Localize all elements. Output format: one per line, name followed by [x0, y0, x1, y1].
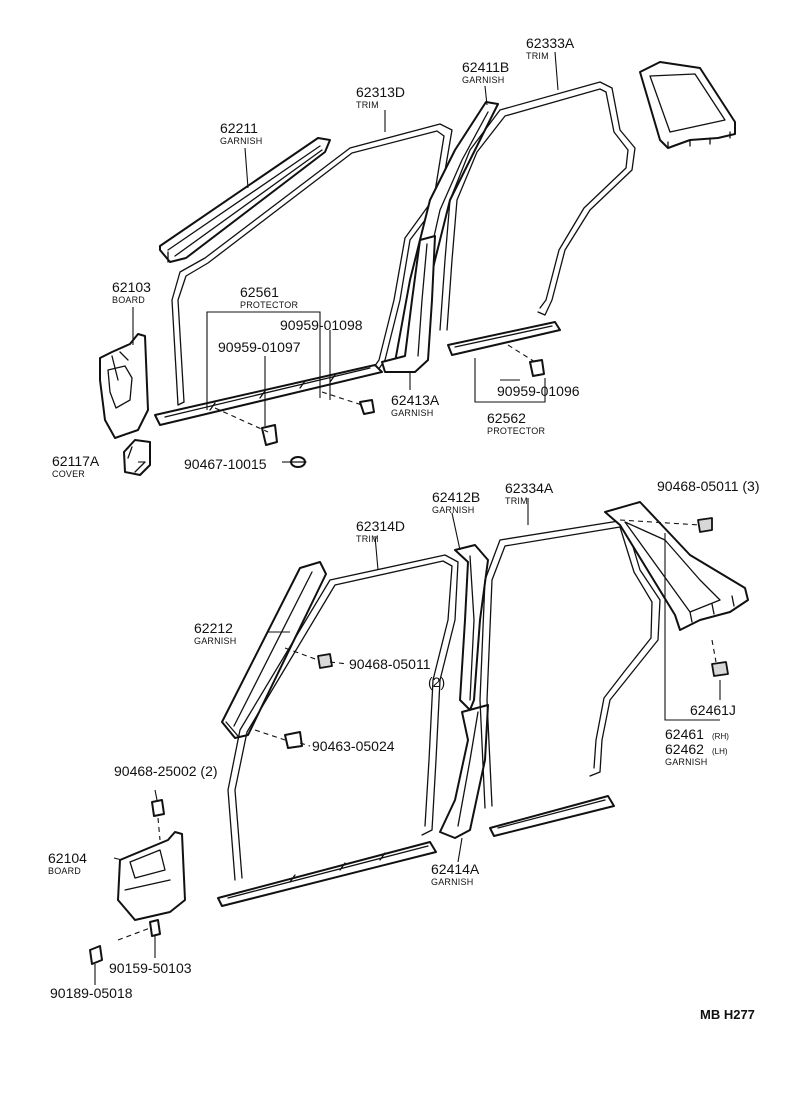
label-90959-01097: 90959-01097 [218, 339, 301, 355]
cover-62117A [123, 439, 151, 476]
label-62117A-number: 62117A [52, 453, 100, 469]
screw-90159-50103 [149, 919, 161, 937]
label-90463-05024: 90463-05024 [312, 738, 395, 754]
label-62414A-name: GARNISH [431, 877, 473, 887]
board-62104 [117, 831, 186, 921]
door-trim-62314D [227, 554, 459, 881]
board-62103 [99, 333, 149, 439]
label-62103-number: 62103 [112, 279, 151, 295]
lower-front-scuff-plate [217, 841, 437, 907]
center-pillar-lower-garnish-62414A [439, 704, 489, 839]
label-90467-10015: 90467-10015 [184, 456, 267, 472]
label-62104-name: BOARD [48, 866, 81, 876]
front-scuff-protector-62561 [154, 364, 383, 426]
rear-door-trim-62334A [479, 519, 661, 809]
front-pillar-garnish-62211 [159, 137, 331, 263]
center-pillar-lower-garnish-62413A [381, 235, 436, 373]
rear-scuff-protector-62562 [447, 321, 561, 356]
clip-90468-05011 [317, 653, 333, 669]
label-62411B-name: GARNISH [462, 75, 504, 85]
label-62314D-number: 62314D [356, 518, 405, 534]
label-62562-name: PROTECTOR [487, 426, 545, 436]
label-62413A-name: GARNISH [391, 408, 433, 418]
label-90468-05011: 90468-05011 [349, 656, 431, 672]
label-90468-25002: 90468-25002 (2) [114, 763, 218, 779]
label-62211-number: 62211 [220, 120, 258, 136]
label-62117A-name: COVER [52, 469, 85, 479]
label-62412B-number: 62412B [432, 489, 480, 505]
screw-90189-05018 [89, 945, 103, 965]
label-90159-50103: 90159-50103 [109, 960, 192, 976]
label-62414A-number: 62414A [431, 861, 480, 877]
label-62104-number: 62104 [48, 850, 87, 866]
screw-90467-10015 [289, 456, 307, 468]
label-90468-05011-qty: (2) [428, 674, 445, 690]
label-62561-name: PROTECTOR [240, 300, 298, 310]
label-62411B-number: 62411B [462, 59, 509, 75]
clip-62461J [711, 661, 729, 677]
center-pillar-garnish-62412B [454, 544, 489, 711]
clip-90463-05024 [284, 731, 303, 749]
label-62461-variant: (RH) [712, 732, 729, 741]
label-62212-number: 62212 [194, 620, 233, 636]
label-62412B-name: GARNISH [432, 505, 474, 515]
label-62461-number: 62461 [665, 726, 704, 742]
clip-90959-01098 [359, 399, 375, 415]
clip-90468-25002 [151, 799, 165, 817]
label-62314D-name: TRIM [356, 534, 379, 544]
rear-quarter-garnish-62461 [604, 501, 749, 631]
label-62313D-number: 62313D [356, 84, 405, 100]
diagram-code: MB H277 [700, 1007, 755, 1022]
clip-90959-01097 [261, 424, 278, 446]
leader-lines [94, 51, 721, 985]
label-62212-name: GARNISH [194, 636, 236, 646]
label-62461J-number: 62461J [690, 702, 736, 718]
front-door-trim-62313D [171, 123, 453, 406]
label-90959-01096: 90959-01096 [497, 383, 580, 399]
label-62211-name: GARNISH [220, 136, 262, 146]
label-62334A-number: 62334A [505, 480, 554, 496]
label-62462-number: 62462 [665, 741, 704, 757]
label-62561-number: 62561 [240, 284, 279, 300]
label-62462-variant: (LH) [712, 747, 728, 756]
labels: 62333A TRIM 62411B GARNISH 62313D TRIM 6… [48, 35, 759, 1022]
rear-quarter-panel-upper [639, 61, 736, 149]
label-62333A-number: 62333A [526, 35, 575, 51]
pillar-garnish-62212 [221, 561, 327, 739]
label-62413A-number: 62413A [391, 392, 440, 408]
label-62313D-name: TRIM [356, 100, 379, 110]
label-62333A-name: TRIM [526, 51, 549, 61]
clip-90959-01096 [529, 359, 545, 377]
rear-door-trim-62333A [439, 81, 636, 331]
clip-90468-05011-3 [697, 517, 713, 533]
label-62103-name: BOARD [112, 295, 145, 305]
label-62334A-name: TRIM [505, 496, 528, 506]
label-62562-number: 62562 [487, 410, 526, 426]
label-62462-name: GARNISH [665, 757, 707, 767]
label-90468-05011-3: 90468-05011 (3) [657, 478, 759, 494]
lower-rear-scuff-plate [489, 795, 615, 837]
label-90189-05018: 90189-05018 [50, 985, 133, 1001]
label-90959-01098: 90959-01098 [280, 317, 363, 333]
